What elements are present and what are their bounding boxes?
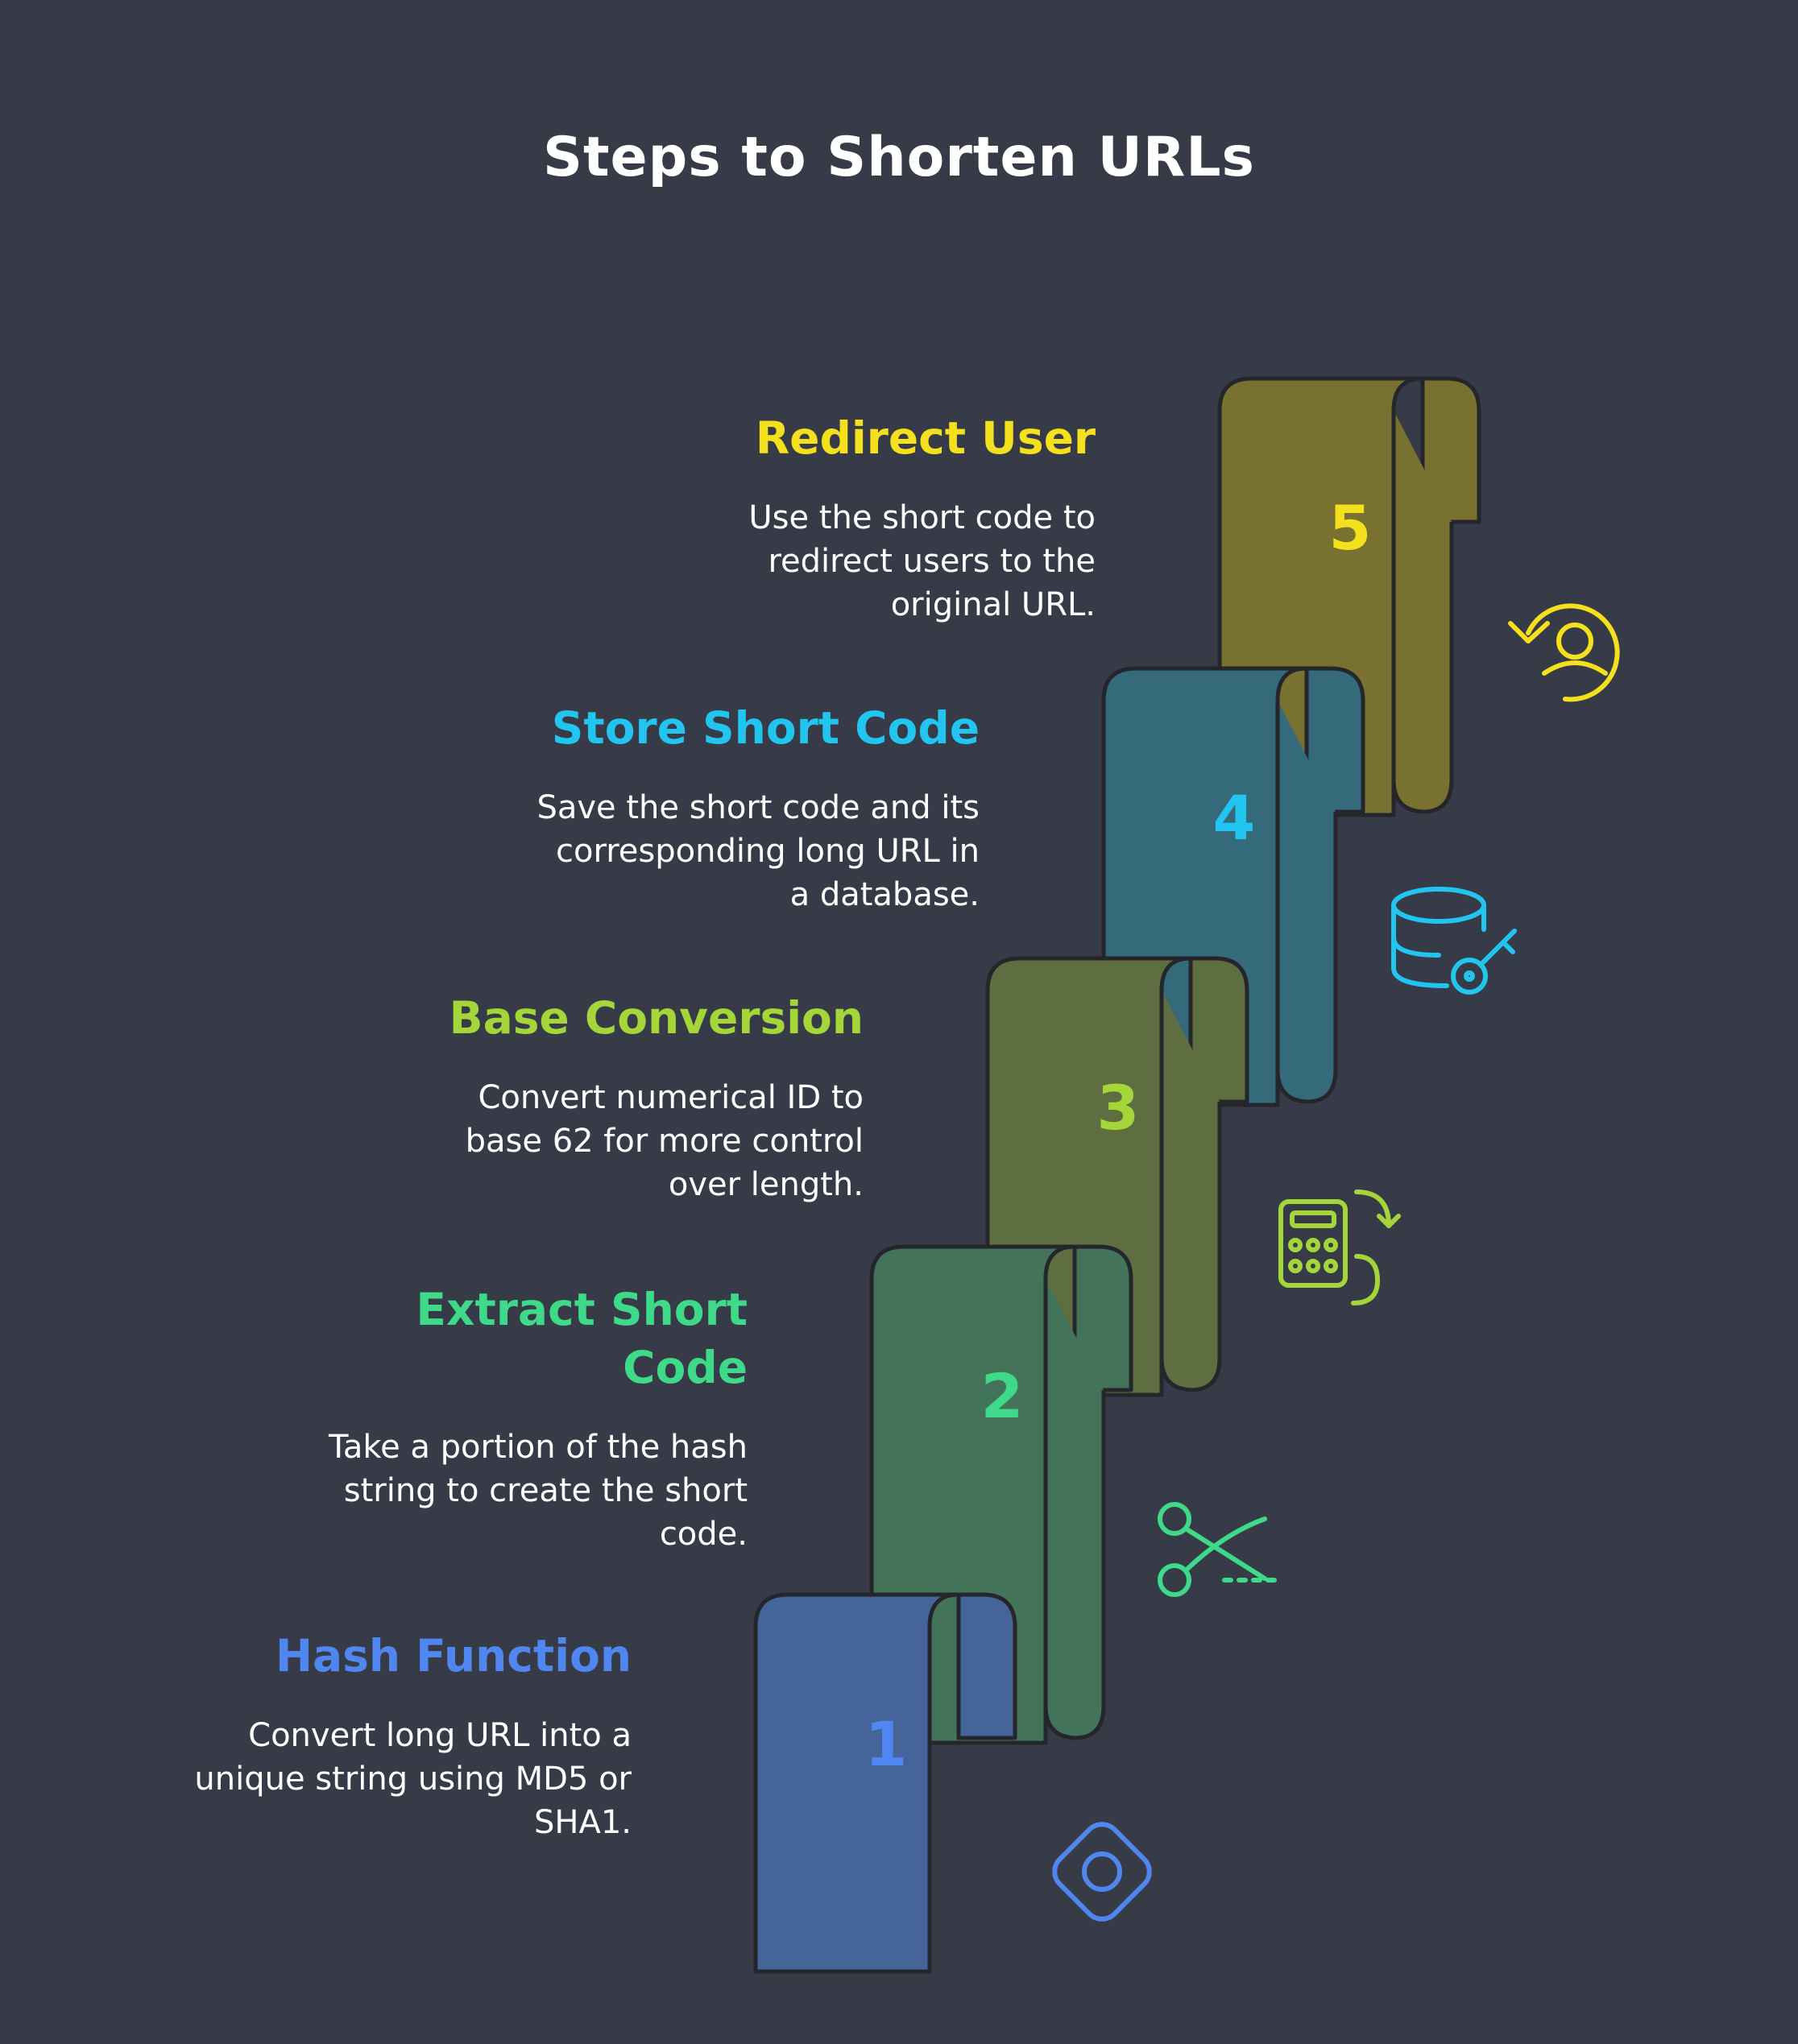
step-3-curl (1159, 991, 1222, 1392)
step-4-title: Store Short Code (551, 702, 980, 754)
step-4-description: Save the short code and its correspondin… (536, 789, 980, 913)
hash-target-icon (1052, 1822, 1152, 1922)
step-2-curl (1043, 1279, 1106, 1740)
step-3-description: Convert numerical ID to base 62 for more… (465, 1079, 864, 1203)
step-2-flap (1072, 1244, 1133, 1392)
database-key-icon (1391, 887, 1517, 995)
step-1-title: Hash Function (275, 1630, 632, 1682)
step-1-number: 1 (865, 1708, 908, 1780)
step-1-description: Convert long URL into a unique string us… (194, 1717, 632, 1841)
calculator-convert-icon (1278, 1190, 1401, 1305)
step-5-description: Use the short code to redirect users to … (748, 499, 1096, 623)
step-4-number: 4 (1213, 782, 1256, 854)
step-3-title: Base Conversion (449, 992, 864, 1044)
step-3-flap (1188, 956, 1249, 1104)
step-4-curl (1275, 701, 1338, 1104)
scissors-cut-icon (1158, 1502, 1283, 1597)
step-5-sheet: 5 (1217, 376, 1481, 817)
step-4-sheet: 4 (1101, 666, 1365, 1107)
step-4-flap (1304, 666, 1365, 814)
step-1-body (753, 1592, 961, 1974)
step-5-flap (1420, 376, 1481, 524)
step-5-curl (1391, 411, 1454, 814)
step-5-number: 5 (1329, 492, 1372, 564)
step-1-sheet: 1 (753, 1592, 1017, 1974)
page-title: Steps to Shorten URLs (542, 126, 1256, 189)
step-2-description: Take a portion of the hash string to cre… (329, 1429, 748, 1553)
step-3-number: 3 (1097, 1072, 1140, 1144)
step-1-flap (956, 1592, 1017, 1740)
step-5-title: Redirect User (755, 412, 1096, 464)
step-2-title: Extract Short Code (416, 1284, 748, 1393)
user-redirect-icon (1508, 603, 1620, 702)
step-2-number: 2 (981, 1360, 1024, 1432)
